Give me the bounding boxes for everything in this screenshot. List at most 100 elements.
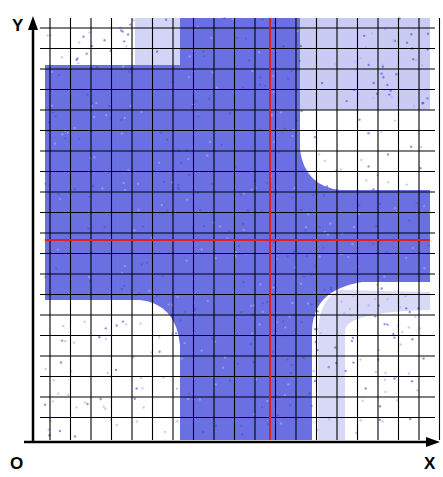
cloud-point (284, 394, 286, 396)
cloud-point (300, 321, 302, 323)
cloud-point (392, 333, 394, 335)
cloud-point (314, 328, 316, 330)
y-axis (32, 26, 35, 442)
cloud-point (250, 188, 252, 190)
cloud-point (140, 110, 142, 112)
cloud-point (383, 275, 385, 277)
cloud-point (64, 340, 66, 342)
cloud-point (261, 406, 263, 408)
cloud-point (421, 64, 423, 66)
cloud-point (129, 23, 131, 25)
cloud-point (261, 18, 263, 20)
cloud-point (423, 205, 425, 207)
grid-line (40, 273, 435, 274)
cloud-point (214, 257, 216, 259)
cloud-point (290, 69, 292, 71)
cloud-point (327, 366, 329, 368)
cloud-point (188, 392, 190, 394)
cloud-point (206, 154, 208, 156)
cloud-point (266, 301, 268, 303)
cloud-point (240, 425, 242, 427)
cloud-point (124, 117, 126, 119)
cloud-point (272, 286, 274, 288)
cloud-point (125, 45, 127, 47)
cloud-point (243, 229, 245, 231)
grid-line (40, 212, 435, 213)
cloud-point (381, 287, 383, 289)
cloud-point (280, 111, 282, 113)
cloud-point (86, 403, 88, 405)
cloud-point (416, 389, 418, 391)
cloud-point (124, 265, 126, 267)
cloud-point (287, 383, 289, 385)
cloud-point (408, 219, 410, 221)
cloud-point (426, 97, 428, 99)
cloud-point (137, 183, 139, 185)
cloud-point (99, 398, 101, 400)
cloud-point (247, 209, 249, 211)
cloud-point (88, 31, 90, 33)
cloud-point (330, 287, 332, 289)
cloud-point (371, 32, 373, 34)
cloud-point (415, 59, 417, 61)
cloud-point (291, 196, 293, 198)
cloud-point (280, 422, 282, 424)
cloud-point (286, 255, 288, 257)
cloud-point (334, 346, 336, 348)
cloud-point (414, 316, 416, 318)
cloud-point (387, 153, 389, 155)
cloud-point (176, 296, 178, 298)
grid-line (40, 232, 435, 233)
cloud-point (214, 383, 216, 385)
cloud-point (310, 405, 312, 407)
cloud-point (379, 405, 381, 407)
cloud-point (242, 86, 244, 88)
cloud-point (298, 60, 300, 62)
cloud-point (86, 93, 88, 95)
cloud-point (180, 162, 182, 164)
cloud-point (121, 288, 123, 290)
cloud-point (141, 225, 143, 227)
cloud-point (73, 127, 75, 129)
cloud-point (250, 305, 252, 307)
cloud-point (180, 319, 182, 321)
cloud-point (372, 82, 374, 84)
cloud-point (135, 387, 137, 389)
cloud-point (211, 338, 213, 340)
x-axis (24, 441, 430, 444)
cloud-point (197, 115, 199, 117)
cloud-point (156, 295, 158, 297)
cloud-point (307, 302, 309, 304)
cloud-point (379, 203, 381, 205)
cloud-point (139, 322, 141, 324)
grid-line (40, 294, 435, 295)
cloud-point (187, 158, 189, 160)
cloud-point (300, 209, 302, 211)
cloud-point (140, 263, 142, 265)
cloud-point (384, 372, 386, 374)
cloud-point (405, 257, 407, 259)
cloud-point (203, 225, 205, 227)
cloud-point (319, 226, 321, 228)
cloud-point (57, 392, 59, 394)
cloud-point (165, 19, 167, 21)
cloud-point (237, 362, 239, 364)
cloud-point (394, 119, 396, 121)
cloud-point (273, 284, 275, 286)
cloud-point (62, 325, 64, 327)
cloud-point (272, 91, 274, 93)
cloud-point (421, 102, 423, 104)
grid-line (40, 355, 435, 356)
cloud-point (148, 289, 150, 291)
cloud-point (382, 65, 384, 67)
axis-label: Y (12, 17, 23, 34)
cloud-point (300, 283, 302, 285)
cloud-point (284, 326, 286, 328)
cloud-point (44, 368, 46, 370)
cloud-point (372, 96, 374, 98)
cloud-point (176, 388, 178, 390)
cloud-point (240, 194, 242, 196)
cloud-point (410, 33, 412, 35)
cloud-point (64, 137, 66, 139)
